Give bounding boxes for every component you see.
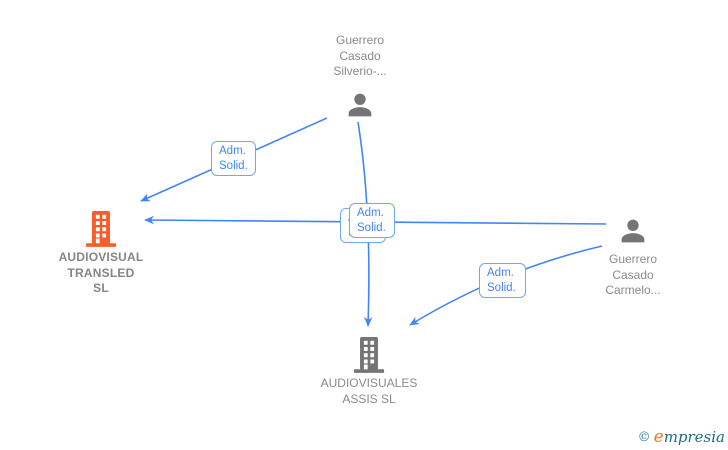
node-label: AUDIOVISUALES ASSIS SL xyxy=(320,376,418,406)
logo-letter-e: e xyxy=(653,427,664,447)
edge-label-adm-solid-center[interactable]: Adm. Solid. xyxy=(349,203,395,238)
building-icon xyxy=(41,209,161,247)
edge-label-adm-solid-bottom-right[interactable]: Adm. Solid. xyxy=(479,263,526,298)
node-company-audiovisuales-assis[interactable]: AUDIOVISUALES ASSIS SL xyxy=(309,335,429,407)
person-icon xyxy=(305,88,415,122)
logo-text: mpresia xyxy=(663,428,725,446)
node-company-audiovisual-transled[interactable]: AUDIOVISUAL TRANSLED SL xyxy=(41,209,161,297)
node-person-guerrero-casado-silverio[interactable]: Guerrero Casado Silverio-... xyxy=(305,33,415,122)
copyright-icon: © xyxy=(637,430,651,445)
empresia-logo[interactable]: ©empresia xyxy=(638,427,725,448)
person-icon xyxy=(577,214,689,248)
building-icon xyxy=(309,335,429,373)
node-label: Guerrero Casado Carmelo... xyxy=(605,252,661,297)
node-label: Guerrero Casado Silverio-... xyxy=(333,33,387,78)
edge-label-adm-solid-top-left[interactable]: Adm. Solid. xyxy=(211,141,256,176)
node-person-guerrero-casado-carmelo[interactable]: Guerrero Casado Carmelo... xyxy=(577,214,689,299)
node-label: AUDIOVISUAL TRANSLED SL xyxy=(58,250,144,295)
